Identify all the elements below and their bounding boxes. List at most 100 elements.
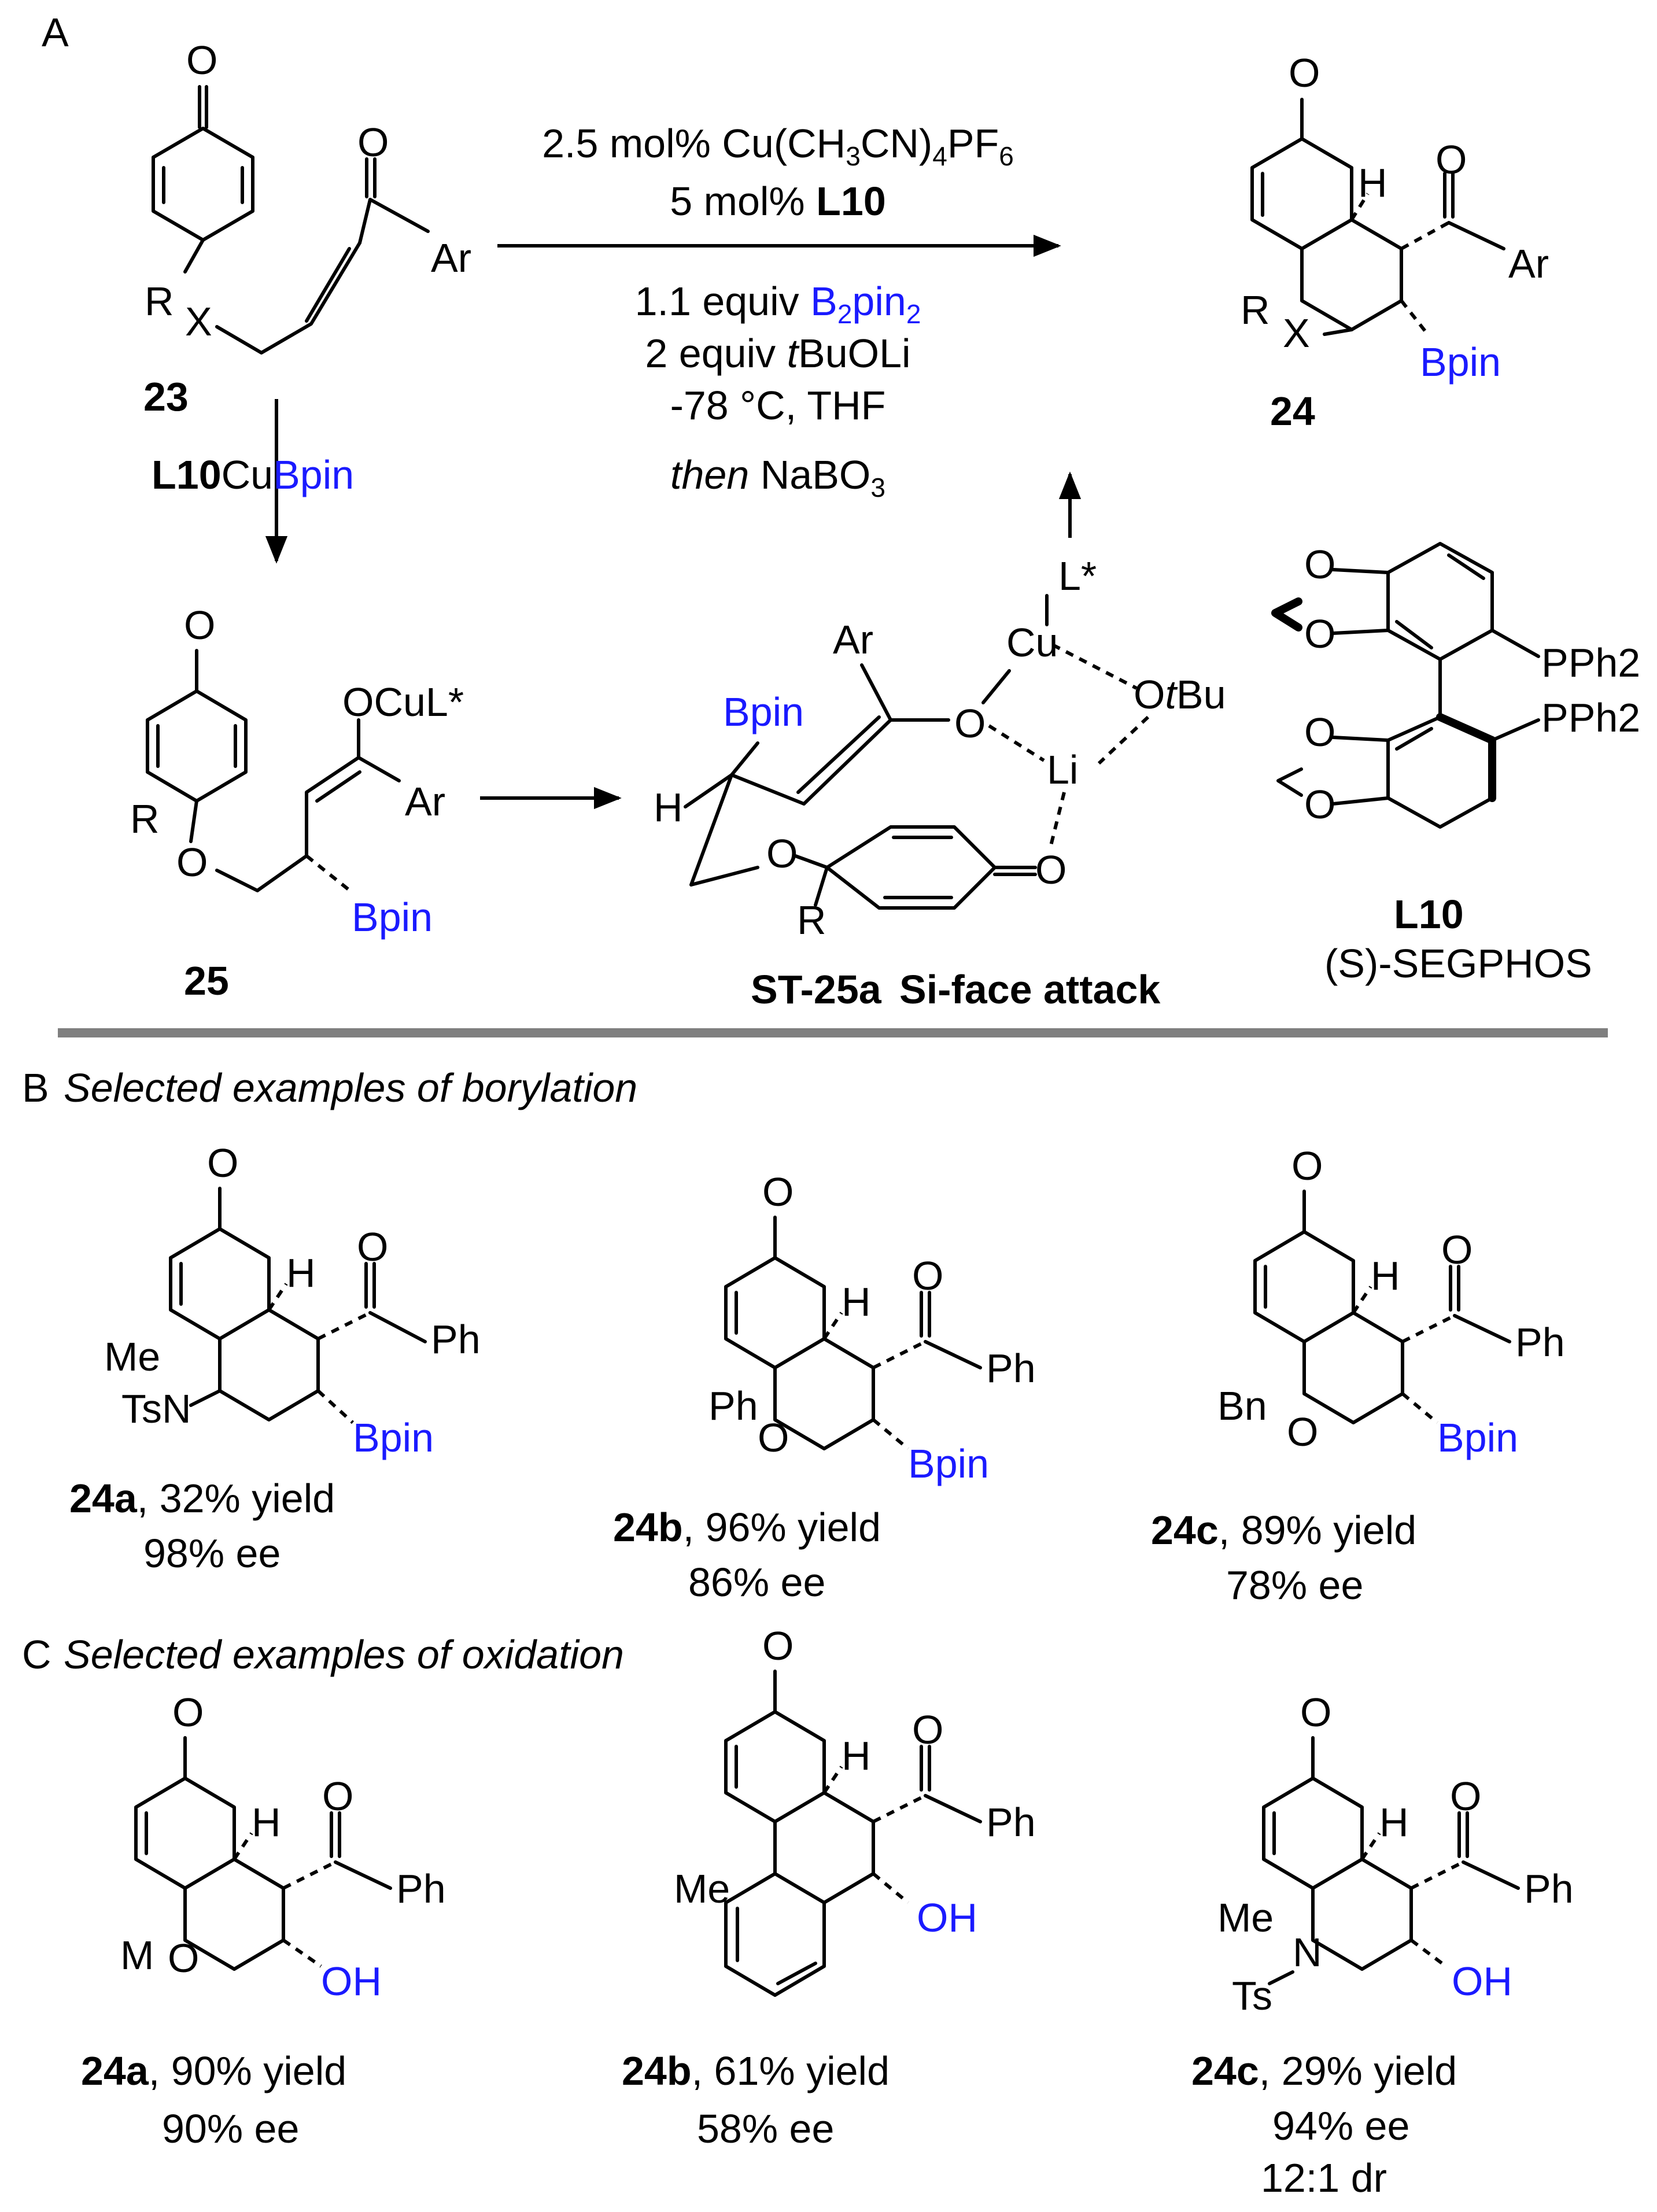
example-c-24b-structure: O H O Ph OH Me: [674, 1623, 1036, 1997]
svg-text:OH: OH: [1452, 1959, 1512, 2004]
panel-b-letter: B: [22, 1065, 49, 1110]
example-c-24b-ee: 58% ee: [697, 2106, 834, 2151]
svg-text:PPh2: PPh2: [1541, 695, 1640, 740]
svg-text:O: O: [1441, 1227, 1473, 1272]
example-c-24c-dr: 12:1 dr: [1261, 2155, 1387, 2200]
example-b-24c-ee: 78% ee: [1226, 1563, 1363, 1608]
svg-text:Ph: Ph: [431, 1317, 481, 1362]
svg-text:O: O: [168, 1936, 199, 1981]
svg-text:Bpin: Bpin: [352, 895, 433, 940]
svg-text:H: H: [842, 1733, 871, 1778]
svg-text:O: O: [954, 701, 986, 746]
compound-24-label: 24: [1270, 389, 1315, 434]
compound-23-label: 23: [143, 374, 189, 419]
example-c-24c-yield: 24c, 29% yield: [1191, 2048, 1457, 2093]
svg-text:O: O: [1304, 611, 1335, 656]
cubpin-reagent: L10CuBpin: [152, 452, 354, 497]
svg-text:Cu: Cu: [1006, 620, 1058, 665]
svg-text:O: O: [912, 1707, 943, 1752]
svg-text:O: O: [758, 1415, 789, 1460]
svg-text:O: O: [1304, 710, 1335, 755]
svg-text:H: H: [252, 1800, 281, 1845]
compound-25-structure: O R O OCuL* Ar Bpin: [130, 603, 464, 940]
svg-text:Ph: Ph: [986, 1346, 1036, 1391]
panel-a-letter: A: [42, 10, 69, 55]
svg-text:R: R: [1241, 287, 1270, 333]
svg-text:OtBu: OtBu: [1134, 672, 1226, 717]
example-c-24b-yield: 24b, 61% yield: [622, 2048, 890, 2093]
example-b-24a-structure: 24a O H O Ph Bpin Me TsN: [104, 1140, 481, 1460]
transition-state-structure: Ar Bpin H O O R O Cu L* OtBu Li: [654, 471, 1226, 943]
svg-text:O: O: [1300, 1690, 1331, 1735]
svg-text:5 mol% L10: 5 mol% L10: [670, 179, 886, 224]
svg-text:Ph: Ph: [1515, 1320, 1565, 1365]
panel-b-title: Selected examples of borylation: [64, 1065, 637, 1110]
svg-text:Me: Me: [104, 1334, 160, 1379]
svg-text:R: R: [797, 898, 826, 943]
svg-text:R: R: [130, 796, 160, 841]
example-c-24a-structure: O H O Ph OH M O: [120, 1690, 446, 2004]
svg-text:O: O: [186, 38, 217, 83]
ligand-name: (S)-SEGPHOS: [1324, 941, 1592, 986]
svg-text:O: O: [912, 1253, 943, 1298]
svg-text:O: O: [1035, 847, 1066, 892]
example-c-24a-yield: 24a, 90% yield: [81, 2048, 346, 2093]
svg-text:O: O: [1291, 1143, 1323, 1188]
svg-text:Ph: Ph: [396, 1866, 446, 1911]
svg-text:1.1 equiv B2pin2: 1.1 equiv B2pin2: [635, 279, 921, 329]
svg-text:Li: Li: [1047, 747, 1078, 792]
ligand-l10-structure: O O PPh2 O O PPh2: [1271, 542, 1640, 829]
svg-text:2 equiv tBuOLi: 2 equiv tBuOLi: [645, 331, 910, 376]
svg-text:H: H: [842, 1279, 871, 1324]
svg-text:Bpin: Bpin: [723, 689, 804, 734]
svg-text:OH: OH: [917, 1895, 977, 1940]
svg-text:Ar: Ar: [405, 779, 445, 824]
svg-text:Ph: Ph: [708, 1383, 758, 1428]
ligand-label: L10: [1394, 892, 1464, 937]
svg-text:H: H: [286, 1250, 316, 1295]
svg-text:Bpin: Bpin: [1420, 339, 1501, 385]
svg-text:Ts: Ts: [1232, 1973, 1272, 2018]
svg-text:O: O: [357, 120, 389, 165]
svg-text:O: O: [766, 831, 798, 876]
svg-text:O: O: [176, 840, 208, 885]
svg-text:R: R: [145, 279, 174, 324]
svg-text:O: O: [184, 603, 215, 648]
svg-text:O: O: [1287, 1409, 1318, 1454]
svg-text:-78 °C, THF: -78 °C, THF: [670, 383, 886, 428]
example-b-24c-yield: 24c, 89% yield: [1151, 1508, 1416, 1553]
svg-text:2.5 mol% Cu(CH3CN)4PF6: 2.5 mol% Cu(CH3CN)4PF6: [542, 121, 1014, 171]
ts-label: ST-25a: [751, 967, 882, 1012]
svg-text:H: H: [1379, 1800, 1409, 1845]
example-b-24b-yield: 24b, 96% yield: [613, 1505, 881, 1550]
ts-caption: Si-face attack: [899, 967, 1160, 1012]
svg-text:O: O: [1304, 782, 1335, 827]
svg-text:O: O: [1435, 137, 1467, 182]
svg-text:O: O: [762, 1169, 794, 1214]
panel-c-letter: C: [22, 1632, 51, 1677]
svg-text:O: O: [357, 1224, 388, 1269]
svg-text:Ph: Ph: [1524, 1866, 1574, 1911]
compound-25-label: 25: [184, 958, 229, 1003]
svg-text:X: X: [1283, 311, 1310, 356]
svg-text:L*: L*: [1058, 553, 1097, 599]
example-c-24c-ee: 94% ee: [1272, 2103, 1409, 2148]
svg-text:Ar: Ar: [833, 617, 873, 662]
svg-text:then NaBO3: then NaBO3: [670, 452, 885, 503]
svg-text:PPh2: PPh2: [1541, 640, 1640, 685]
example-c-24c-structure: O H O Ph OH Me N Ts: [1217, 1690, 1574, 2018]
svg-text:X: X: [185, 299, 212, 344]
reaction-conditions: 2.5 mol% Cu(CH3CN)4PF6 5 mol% L10 1.1 eq…: [542, 121, 1014, 503]
svg-text:H: H: [654, 785, 683, 830]
svg-text:Ar: Ar: [431, 235, 471, 280]
svg-text:O: O: [762, 1623, 794, 1668]
svg-text:O: O: [322, 1774, 353, 1819]
example-b-24a-yield: 24a, 32% yield: [69, 1476, 335, 1521]
svg-text:O: O: [172, 1690, 204, 1735]
example-b-24b-structure: O H O Ph Bpin Ph O: [708, 1169, 1036, 1486]
svg-text:O: O: [207, 1140, 238, 1186]
compound-23-structure: O R X O Ar: [145, 38, 471, 354]
svg-text:TsN: TsN: [121, 1386, 191, 1431]
svg-text:Me: Me: [1217, 1895, 1274, 1940]
